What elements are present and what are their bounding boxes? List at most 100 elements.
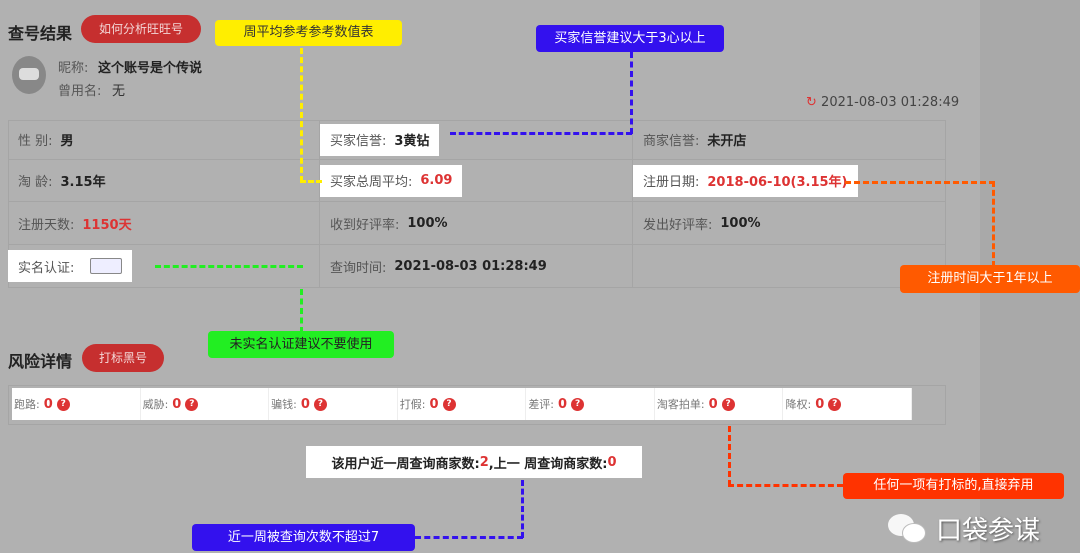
connector	[728, 426, 731, 486]
cell-value: 男	[60, 134, 74, 149]
query-count: 该用户近一周查询商家数:2,上一 周查询商家数:0	[306, 446, 642, 478]
cell-label: 收到好评率:	[330, 217, 400, 233]
timestamp: ↻ 2021-08-03 01:28:49	[806, 95, 959, 110]
risk-label: 跑路:	[14, 398, 40, 411]
info-cell: 注册天数: 1150天	[8, 202, 320, 245]
info-cell: 买家总周平均: 6.09	[320, 160, 633, 202]
risk-table	[8, 385, 946, 425]
note-marked: 任何一项有打标的,直接弃用	[843, 473, 1064, 499]
risk-item: 差评:0?	[526, 388, 655, 420]
last-week-count: 0	[607, 454, 617, 470]
risk-item: 骗钱:0?	[269, 388, 398, 420]
cell-value: 未开店	[707, 134, 747, 149]
connector	[450, 132, 632, 135]
risk-count: 0	[708, 396, 718, 412]
note-realname: 未实名认证建议不要使用	[208, 331, 394, 358]
avatar	[12, 56, 46, 94]
id-card-icon	[90, 258, 123, 274]
risk-item: 打假:0?	[398, 388, 527, 420]
info-cell: 买家信誉: 3黄钻	[320, 120, 633, 160]
risk-title: 风险详情	[8, 352, 73, 371]
cell-label: 淘 龄:	[18, 175, 53, 190]
info-cell: 淘 龄: 3.15年	[8, 160, 320, 202]
info-cell: 发出好评率: 100%	[633, 202, 946, 245]
risk-count: 0	[815, 396, 825, 412]
note-buyer-credit: 买家信誉建议大于3心以上	[536, 25, 724, 52]
info-cell: 收到好评率: 100%	[320, 202, 633, 245]
risk-label: 淘客拍单:	[656, 398, 705, 411]
watermark-text: 口袋参谋	[936, 516, 1041, 546]
week-count: 2	[479, 454, 489, 470]
connector	[728, 484, 843, 487]
note-weekly: 周平均参考参考数值表	[215, 20, 402, 46]
page-title: 查号结果	[8, 24, 73, 43]
former-name-label: 曾用名:	[58, 84, 102, 99]
info-cell: 性 别: 男	[8, 120, 320, 160]
help-icon[interactable]: ?	[313, 397, 327, 411]
cell-value: 3黄钻	[394, 134, 430, 149]
risk-item: 淘客拍单:0?	[655, 388, 784, 420]
refresh-icon[interactable]: ↻	[806, 95, 817, 110]
help-icon[interactable]: ?	[828, 397, 842, 411]
nickname: 这个账号是个传说	[98, 61, 203, 76]
info-cell: 实名认证:	[8, 245, 320, 288]
risk-label: 威胁:	[142, 398, 169, 411]
cell-label: 买家信誉:	[330, 134, 387, 149]
risk-count: 0	[300, 396, 310, 412]
connector	[300, 48, 303, 182]
info-cell: 查询时间: 2021-08-03 01:28:49	[320, 245, 633, 288]
cell-value: 100%	[720, 215, 761, 231]
risk-item: 跑路:0?	[12, 388, 141, 420]
connector	[300, 289, 303, 333]
cell-label: 性 别:	[18, 134, 53, 149]
connector	[845, 181, 995, 184]
connector	[415, 536, 523, 539]
info-cell: 商家信誉: 未开店	[633, 120, 946, 160]
query-mid: ,上一 周查询商家数:	[488, 456, 608, 472]
help-icon[interactable]: ?	[56, 397, 70, 411]
wechat-icon	[888, 513, 928, 544]
cell-label: 查询时间:	[330, 260, 387, 276]
risk-bar: 跑路:0?威胁:0?骗钱:0?打假:0?差评:0?淘客拍单:0?降权:0?	[12, 388, 913, 420]
connector	[521, 480, 524, 538]
risk-count: 0	[558, 396, 568, 412]
risk-item: 降权:0?	[783, 388, 913, 420]
note-reg-time: 注册时间大于1年以上	[900, 265, 1080, 293]
nickname-label: 昵称:	[58, 61, 89, 76]
cell-value: 6.09	[420, 173, 453, 188]
cell-value: 2021-08-03 01:28:49	[394, 258, 547, 274]
help-icon[interactable]: ?	[571, 397, 585, 411]
cell-label: 注册日期:	[643, 175, 700, 190]
help-icon[interactable]: ?	[442, 397, 456, 411]
connector	[300, 180, 322, 183]
cell-label: 发出好评率:	[643, 217, 713, 233]
analyze-button[interactable]: 如何分析旺旺号	[81, 15, 201, 43]
connector	[630, 52, 633, 134]
cell-value: 2018-06-10(3.15年)	[707, 175, 848, 190]
connector	[155, 265, 303, 268]
risk-label: 骗钱:	[271, 398, 297, 411]
cell-value: 100%	[407, 215, 448, 231]
help-icon[interactable]: ?	[185, 397, 199, 411]
cell-label: 注册天数:	[18, 217, 75, 233]
risk-count: 0	[429, 396, 439, 412]
risk-item: 威胁:0?	[141, 388, 270, 420]
note-queried: 近一周被查询次数不超过7	[192, 524, 415, 551]
query-prefix: 该用户近一周查询商家数:	[331, 456, 480, 472]
watermark: 口袋参谋	[888, 510, 1040, 547]
risk-label: 差评:	[528, 398, 555, 411]
risk-count: 0	[43, 396, 53, 412]
cell-value: 3.15年	[60, 175, 106, 190]
mark-black-button[interactable]: 打标黑号	[82, 344, 164, 372]
help-icon[interactable]: ?	[721, 397, 735, 411]
cell-label: 实名认证:	[18, 260, 75, 276]
cell-label: 商家信誉:	[643, 134, 700, 149]
risk-count: 0	[172, 396, 182, 412]
cell-label: 买家总周平均:	[330, 175, 413, 190]
timestamp-text: 2021-08-03 01:28:49	[821, 95, 960, 110]
info-cell: 注册日期: 2018-06-10(3.15年)	[633, 160, 946, 202]
cell-value: 1150天	[82, 217, 132, 233]
former-name: 无	[112, 84, 126, 99]
risk-label: 打假:	[399, 398, 426, 411]
risk-label: 降权:	[785, 398, 812, 411]
